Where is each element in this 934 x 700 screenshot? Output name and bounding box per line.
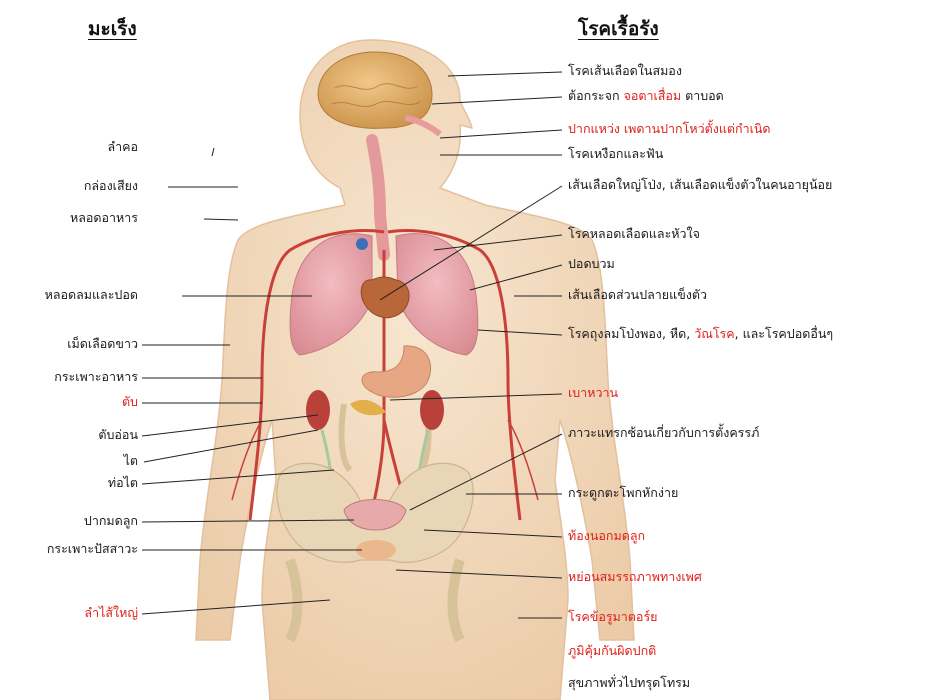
chronic-label: โรคข้อรูมาตอร์ย xyxy=(568,609,657,625)
chronic-label-segment: เส้นเลือดส่วนปลายแข็งตัว xyxy=(568,287,707,302)
chronic-label: ภูมิคุ้มกันผิดปกติ xyxy=(568,643,656,659)
chronic-label-segment: ท้องนอกมดลูก xyxy=(568,528,645,543)
chronic-label: เส้นเลือดใหญ่โป่ง, เส้นเลือดแข็งตัวในคนอ… xyxy=(568,177,832,193)
cancer-label: ปากมดลูก xyxy=(84,513,138,529)
chronic-label-segment: ปอดบวม xyxy=(568,256,615,271)
cancer-label: ไต xyxy=(124,453,138,469)
chronic-label-segment: เส้นเลือดใหญ่โป่ง, เส้นเลือดแข็งตัวในคนอ… xyxy=(568,177,832,192)
cancer-label: ตับอ่อน xyxy=(98,427,138,443)
chronic-label-segment: ปากแหว่ง เพดานปากโหว่ตั้งแต่กำเนิด xyxy=(568,121,771,136)
chronic-label: โรคหลอดเลือดและหัวใจ xyxy=(568,226,700,242)
chronic-label: ต้อกระจก จอตาเสื่อม ตาบอด xyxy=(568,88,724,104)
cancer-label: ตับ xyxy=(122,394,138,410)
cancer-label: กระเพาะอาหาร xyxy=(54,369,138,385)
chronic-label-segment: โรคข้อรูมาตอร์ย xyxy=(568,609,657,624)
cancer-label: หลอดอาหาร xyxy=(70,210,138,226)
heading-chronic: โรคเรื้อรัง xyxy=(578,14,659,44)
chronic-label-segment: โรคเส้นเลือดในสมอง xyxy=(568,63,682,78)
chronic-label: ภาวะแทรกซ้อนเกี่ยวกับการตั้งครรภ์ xyxy=(568,425,759,441)
chronic-label-segment: ตาบอด xyxy=(681,88,724,103)
chronic-label: หย่อนสมรรถภาพทางเพศ xyxy=(568,569,702,585)
chronic-label: โรคถุงลมโป่งพอง, หืด, วัณโรค, และโรคปอดอ… xyxy=(568,326,833,342)
chronic-label: ปอดบวม xyxy=(568,256,615,272)
chronic-label: โรคเส้นเลือดในสมอง xyxy=(568,63,682,79)
brain xyxy=(318,52,432,128)
chronic-label-segment: เบาหวาน xyxy=(568,385,618,400)
heading-cancer: มะเร็ง xyxy=(88,14,137,44)
chronic-label: สุขภาพทั่วไปทรุดโทรม xyxy=(568,675,690,691)
chronic-label: โรคเหงือกและฟัน xyxy=(568,146,663,162)
chronic-label: เบาหวาน xyxy=(568,385,618,401)
chronic-label-segment: โรคเหงือกและฟัน xyxy=(568,146,663,161)
chronic-label-segment: ต้อกระจก xyxy=(568,88,624,103)
cancer-label: กล่องเสียง xyxy=(84,178,138,194)
chronic-label-segment: กระดูกตะโพกหักง่าย xyxy=(568,485,678,500)
chronic-label: ท้องนอกมดลูก xyxy=(568,528,645,544)
cancer-leader-line xyxy=(212,148,214,156)
chronic-label-segment: โรคหลอดเลือดและหัวใจ xyxy=(568,226,700,241)
cancer-leader-line xyxy=(204,219,238,220)
chronic-label-segment: โรคถุงลมโป่งพอง, หืด, xyxy=(568,326,694,341)
cancer-label: ท่อไต xyxy=(108,475,138,491)
chronic-label-segment: , และโรคปอดอื่นๆ xyxy=(735,326,834,341)
chronic-label-segment: วัณโรค xyxy=(694,326,734,341)
chronic-label: กระดูกตะโพกหักง่าย xyxy=(568,485,678,501)
cancer-label: กระเพาะปัสสาวะ xyxy=(47,541,138,557)
chronic-label: ปากแหว่ง เพดานปากโหว่ตั้งแต่กำเนิด xyxy=(568,121,771,137)
chronic-label-segment: สุขภาพทั่วไปทรุดโทรม xyxy=(568,675,690,690)
chronic-label: เส้นเลือดส่วนปลายแข็งตัว xyxy=(568,287,707,303)
cancer-label: หลอดลมและปอด xyxy=(45,287,138,303)
cancer-label: ลำคอ xyxy=(107,139,138,155)
chronic-label-segment: จอตาเสื่อม xyxy=(624,88,682,103)
chronic-label-segment: หย่อนสมรรถภาพทางเพศ xyxy=(568,569,702,584)
cancer-label: เม็ดเลือดขาว xyxy=(67,336,138,352)
cancer-label: ลำไส้ใหญ่ xyxy=(84,605,138,621)
kidney-right xyxy=(420,390,444,430)
kidney-left xyxy=(306,390,330,430)
chronic-label-segment: ภูมิคุ้มกันผิดปกติ xyxy=(568,643,656,658)
chronic-leader-line xyxy=(448,72,562,76)
chronic-label-segment: ภาวะแทรกซ้อนเกี่ยวกับการตั้งครรภ์ xyxy=(568,425,759,440)
